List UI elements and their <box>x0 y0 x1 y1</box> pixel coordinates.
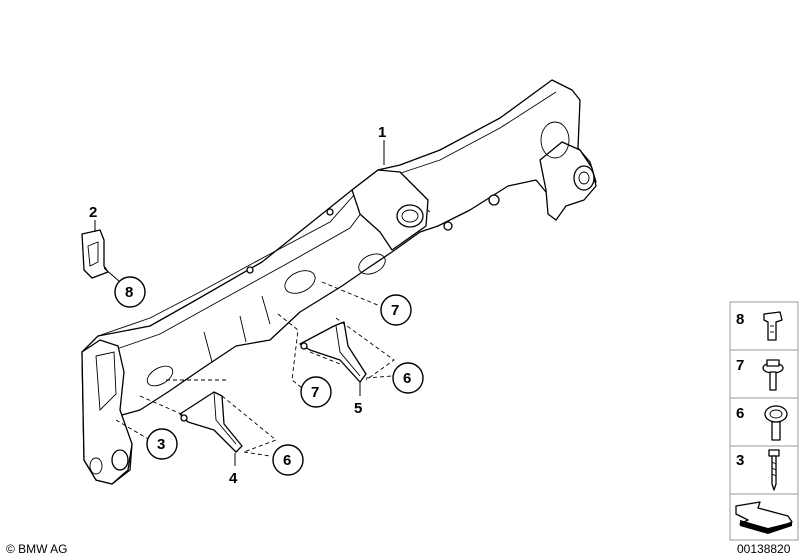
label-part-4: 4 <box>229 470 238 487</box>
legend-item-8: 8 <box>729 301 799 351</box>
callout-6-bottom-text: 6 <box>283 452 291 469</box>
legend-item-3: 3 <box>729 445 799 495</box>
callout-3: 3 <box>146 428 178 460</box>
front-carrier-body <box>81 79 597 485</box>
callout-6-right: 6 <box>392 362 424 394</box>
callout-8-text: 8 <box>125 284 133 301</box>
label-part-2: 2 <box>89 204 97 221</box>
image-number: 00138820 <box>737 542 791 556</box>
legend-panel: 8 7 6 <box>729 301 799 541</box>
callout-6-right-text: 6 <box>403 370 411 387</box>
clip-part-2 <box>81 229 109 279</box>
washer-bolt-icon <box>764 405 788 441</box>
bracket-part-5 <box>299 321 367 383</box>
callout-7-lower-text: 7 <box>311 384 319 401</box>
callout-6-bottom: 6 <box>272 444 304 476</box>
label-part-1: 1 <box>378 124 386 141</box>
long-screw-icon <box>768 449 780 491</box>
label-part-5: 5 <box>354 400 362 417</box>
legend-item-7: 7 <box>729 349 799 399</box>
legend-orientation <box>729 493 799 541</box>
short-bolt-icon <box>763 311 783 341</box>
callout-8: 8 <box>114 276 146 308</box>
bracket-part-4 <box>179 391 243 453</box>
legend-number-8: 8 <box>736 311 744 328</box>
leader-callout-8 <box>103 267 121 283</box>
legend-number-7: 7 <box>736 357 744 374</box>
legend-item-6: 6 <box>729 397 799 447</box>
assembly-dashed-lines <box>115 281 395 457</box>
legend-number-3: 3 <box>736 452 744 469</box>
callout-3-text: 3 <box>157 436 165 453</box>
direction-arrow-icon <box>735 501 793 534</box>
callout-7-upper-text: 7 <box>391 302 399 319</box>
legend-number-6: 6 <box>736 405 744 422</box>
callout-7-upper: 7 <box>380 294 412 326</box>
callout-7-lower: 7 <box>300 376 332 408</box>
copyright-text: © BMW AG <box>6 542 68 556</box>
flange-bolt-icon <box>762 359 784 391</box>
